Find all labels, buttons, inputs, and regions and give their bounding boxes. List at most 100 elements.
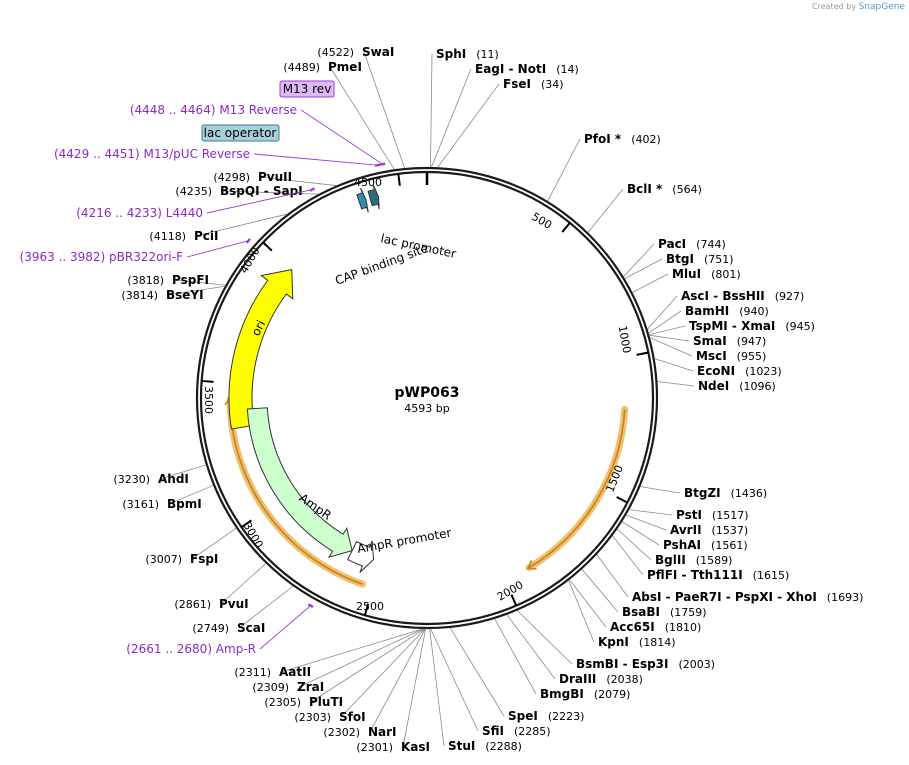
tick-label: 500 (529, 210, 554, 232)
site-zrai[interactable]: ZraI(2309) (252, 628, 424, 694)
primer-mark (307, 603, 314, 608)
site-bcli[interactable]: BclI *(564) (587, 182, 702, 233)
site-pfoi[interactable]: PfoI *(402) (547, 132, 661, 202)
site-name: PciI (194, 229, 219, 243)
site-spei[interactable]: SpeI(2223) (449, 627, 584, 723)
site-sphi[interactable]: SphI(11) (430, 47, 499, 168)
site-position: (2079) (594, 688, 631, 701)
feature-ampr[interactable] (246, 407, 353, 559)
site-pvuii[interactable]: PvuII(4298) (213, 170, 337, 186)
site-bsmbi[interactable]: BsmBI - Esp3I (2003) (516, 610, 715, 671)
site-nari[interactable]: NarI(2302) (323, 628, 426, 739)
site-name: BsaBI (622, 605, 660, 619)
site-bpmi[interactable]: BpmI(3161) (122, 485, 214, 511)
site-name: BsmBI - Esp3I (576, 657, 668, 671)
feature-ampr_promoter[interactable] (347, 540, 375, 573)
lac-operator-box[interactable]: lac operator (201, 124, 280, 142)
site-position: (927) (775, 290, 805, 303)
site-name: ZraI (297, 680, 324, 694)
tick-mark (240, 519, 252, 528)
site-leader-line (191, 527, 237, 560)
site-stui[interactable]: StuI(2288) (429, 628, 522, 753)
feature-cap_site[interactable] (356, 187, 369, 213)
site-bseyi[interactable]: BseYI(3814) (121, 285, 225, 302)
site-eagi[interactable]: EagI - NotI(14) (431, 62, 579, 168)
site-name: KpnI (598, 635, 629, 649)
site-aatii[interactable]: AatII(2311) (234, 628, 423, 679)
primer-layer[interactable]: (4448 .. 4464) M13 Reverse(4429 .. 4451)… (20, 103, 386, 656)
site-kpni[interactable]: KpnI(1814) (568, 580, 676, 649)
site-bamhi[interactable]: BamHI (940) (648, 304, 769, 334)
site-position: (3818) (127, 274, 164, 287)
site-pvui1[interactable]: PvuI(2861) (174, 563, 267, 611)
site-leader-line (173, 279, 226, 286)
site-position: (2301) (356, 741, 393, 754)
site-fspi[interactable]: FspI(3007) (145, 527, 237, 566)
site-mlui[interactable]: MluI(801) (632, 267, 741, 293)
primer-m13puc[interactable]: (4429 .. 4451) M13/pUC Reverse (54, 147, 381, 167)
primer-label: (3963 .. 3982) pBR322ori-F (20, 250, 184, 264)
site-pmei[interactable]: PmeI(4489) (283, 60, 395, 170)
feature-lac_promoter[interactable] (367, 184, 380, 210)
orf-arrowhead (526, 560, 537, 570)
site-btgi[interactable]: BtgI(751) (624, 252, 734, 279)
site-bmgbi[interactable]: BmgBI(2079) (494, 618, 631, 701)
site-leader-line (657, 381, 695, 387)
site-asci[interactable]: AscI - BssHII(927) (647, 289, 805, 330)
site-sfoi[interactable]: SfoI(2303) (294, 628, 426, 724)
site-draiii[interactable]: DraIII(2038) (506, 614, 643, 686)
site-sfii[interactable]: SfiI(2285) (430, 628, 551, 738)
site-acc65i[interactable]: Acc65I(1810) (569, 579, 702, 634)
site-ahdi[interactable]: AhdI(3230) (113, 464, 207, 486)
site-leader-line (437, 83, 500, 168)
site-fsei[interactable]: FseI(34) (437, 77, 564, 168)
site-position: (2302) (323, 726, 360, 739)
m13-rev-box[interactable]: M13 rev (279, 80, 335, 98)
site-swai[interactable]: SwaI(4522) (317, 45, 405, 169)
site-kasi[interactable]: KasI(2301) (356, 628, 430, 754)
site-paci[interactable]: PacI(744) (623, 237, 726, 277)
site-psti[interactable]: PstI(1517) (629, 508, 749, 522)
site-position: (2038) (606, 673, 643, 686)
primer-leader-line (253, 153, 378, 166)
site-position: (1615) (753, 569, 790, 582)
site-leader-line (310, 628, 425, 703)
site-position: (2003) (678, 658, 715, 671)
primer-ampr_primer[interactable]: (2661 .. 2680) Amp-R (126, 603, 314, 656)
feature-label-ampr_promoter: AmpR promoter (356, 526, 452, 556)
site-scai[interactable]: ScaI(2749) (192, 585, 294, 635)
site-btgzi[interactable]: BtgZI(1436) (640, 486, 767, 500)
site-leader-line (238, 585, 294, 629)
site-msci[interactable]: MscI(955) (649, 337, 766, 363)
site-pcii[interactable]: PciI(4118) (149, 213, 288, 243)
site-pspfi[interactable]: PspFI(3818) (127, 273, 226, 287)
site-name: BamHI (685, 304, 729, 318)
site-layer[interactable]: SwaI(4522)PmeI(4489) SphI(11)EagI - NotI(… (113, 45, 863, 754)
site-bspqi[interactable]: BspQI - SapI(4235) (175, 184, 319, 198)
site-leader-line (649, 334, 690, 342)
site-pshai[interactable]: PshAI(1561) (621, 521, 748, 552)
site-position: (940) (739, 305, 769, 318)
primer-l4440[interactable]: (4216 .. 4233) L4440 (76, 187, 316, 220)
site-bsabi[interactable]: BsaBI(1759) (581, 569, 707, 619)
site-smai[interactable]: SmaI(947) (649, 334, 766, 348)
site-position: (402) (631, 133, 661, 146)
site-ndei[interactable]: NdeI(1096) (657, 379, 776, 393)
site-bglii[interactable]: BglII(1589) (616, 528, 732, 567)
site-absi[interactable]: AbsI - PaeR7I - PspXI - XhoI(1693) (596, 554, 864, 604)
site-name: PshAI (663, 538, 701, 552)
primer-pbr322[interactable]: (3963 .. 3982) pBR322ori-F (20, 238, 251, 264)
site-leader-line (494, 618, 537, 695)
site-avrii[interactable]: AvrII(1537) (625, 514, 748, 537)
site-pflfi[interactable]: PflFI - Tth111I(1615) (612, 535, 790, 582)
site-leader-line (625, 514, 667, 531)
site-tspmi[interactable]: TspMI - XmaI(945) (649, 319, 815, 335)
site-name: SwaI (362, 45, 394, 59)
site-pluti[interactable]: PluTI(2305) (264, 628, 425, 709)
feature-ori[interactable] (228, 268, 294, 430)
site-leader-line (569, 579, 607, 628)
primer-m13rev[interactable]: (4448 .. 4464) M13 Reverse (130, 103, 386, 166)
site-econi[interactable]: EcoNI(1023) (654, 358, 782, 378)
site-leader-line (581, 569, 619, 613)
site-position: (947) (737, 335, 767, 348)
